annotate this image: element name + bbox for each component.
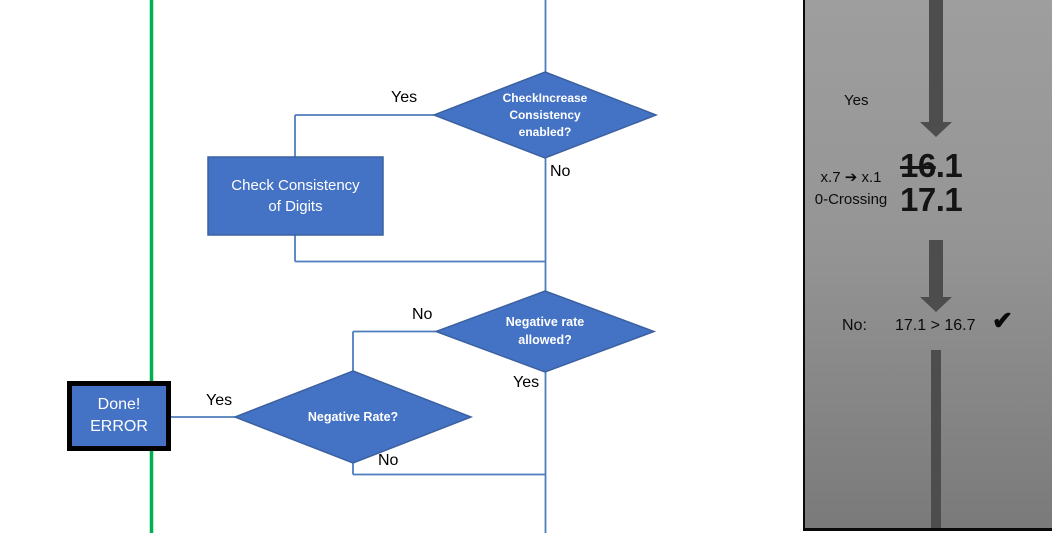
- down-arrow-1-head: [920, 122, 952, 137]
- edge-label-no1: No: [550, 163, 571, 180]
- decision-check-increase-diamond: [431, 71, 659, 159]
- edge-label-no2: No: [412, 306, 433, 323]
- down-arrow-2-head: [920, 297, 952, 312]
- process-check-consistency-box: [207, 156, 384, 236]
- down-arrow-1-shaft: [929, 0, 943, 122]
- connector-lines: [171, 0, 547, 533]
- result-no-label: No:: [842, 317, 867, 334]
- edge-label-yes1: Yes: [391, 89, 418, 106]
- decision-check-increase-label: CheckIncrease Consistency enabled?: [502, 90, 588, 139]
- decision-negative-rate-label: Negative Rate?: [307, 410, 399, 424]
- down-arrow-3-shaft: [931, 350, 941, 528]
- old-value-struck: 16: [900, 147, 936, 184]
- edge-label-yes2: Yes: [513, 374, 540, 391]
- zero-crossing-label: 0-Crossing: [814, 191, 888, 208]
- down-arrow-2-shaft: [929, 240, 943, 297]
- terminal-done-error-box: [67, 381, 171, 451]
- panel-yes-label: Yes: [844, 92, 869, 109]
- result-comparison: 17.1 > 16.7: [895, 317, 976, 334]
- decision-negative-rate-allowed-diamond: [433, 290, 657, 373]
- old-value-rest: .1: [935, 147, 963, 184]
- process-check-consistency-label: Check Consistency of Digits: [231, 177, 360, 215]
- edge-label-no3: No: [378, 452, 399, 469]
- terminal-done-error-label: Done! ERROR: [90, 396, 148, 435]
- decision-negative-rate-diamond: [232, 370, 474, 464]
- case-rule-label: x.7 ➔ x.1: [820, 169, 882, 186]
- edge-label-yes3: Yes: [206, 392, 233, 409]
- new-value: 17.1: [900, 181, 963, 218]
- decision-negative-rate-allowed-label: Negative rate allowed?: [505, 315, 585, 347]
- checkmark-icon: ✔: [992, 307, 1013, 335]
